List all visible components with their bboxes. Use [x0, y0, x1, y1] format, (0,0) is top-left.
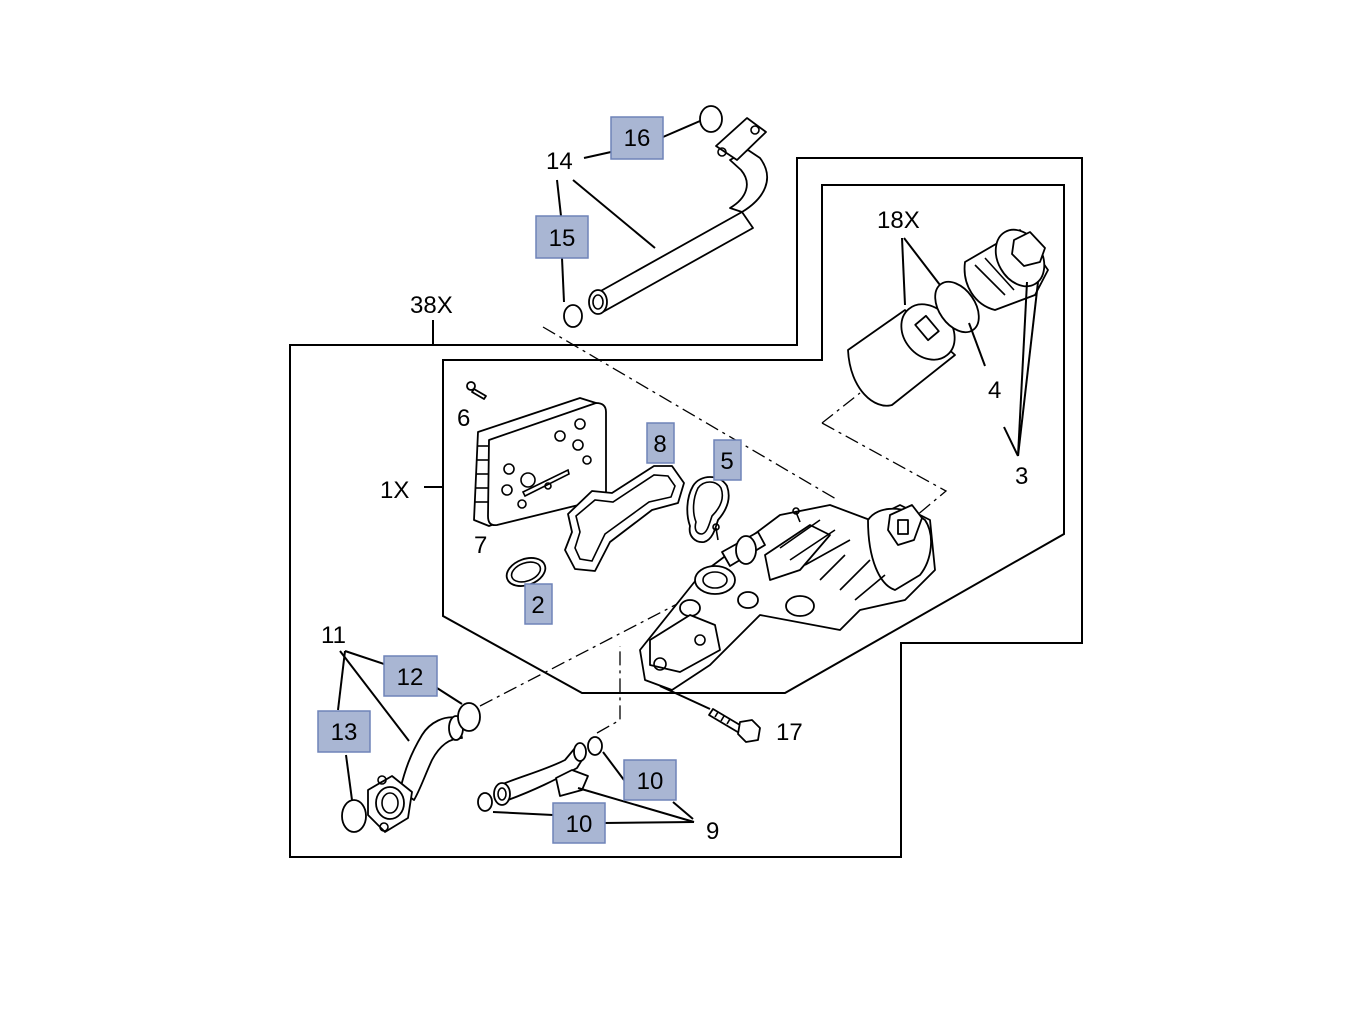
o-ring-13	[341, 799, 367, 833]
callout-15-highlight[interactable]: 15	[535, 215, 589, 259]
o-ring-12	[457, 702, 481, 732]
oil-filter-housing	[639, 504, 936, 691]
callout-15: 15	[549, 225, 576, 252]
assembly-frame-38x	[289, 157, 1083, 858]
oil-filter-element	[847, 303, 956, 407]
callout-13-highlight[interactable]: 13	[317, 710, 371, 753]
screw-6	[466, 381, 487, 400]
callout-16-highlight[interactable]: 16	[610, 116, 664, 160]
callout-3: 3	[1015, 463, 1028, 490]
callout-12-highlight[interactable]: 12	[383, 655, 438, 697]
callout-10-upper: 10	[637, 768, 664, 795]
o-ring-2-inner	[510, 561, 542, 583]
callout-5-highlight[interactable]: 5	[713, 439, 742, 481]
callout-16: 16	[624, 125, 651, 152]
callout-9: 9	[706, 818, 719, 845]
hose-9	[493, 742, 589, 806]
callout-2-highlight[interactable]: 2	[524, 583, 553, 625]
callout-10-lower: 10	[566, 811, 593, 838]
axis-line-filter	[821, 392, 948, 522]
filter-seal-ring	[934, 280, 980, 334]
o-ring-15	[563, 304, 583, 328]
gasket-8	[564, 465, 685, 572]
callout-10-upper-highlight[interactable]: 10	[623, 759, 677, 801]
callout-13: 13	[331, 719, 358, 746]
callout-12: 12	[397, 664, 424, 691]
callout-11: 11	[321, 622, 346, 649]
axis-line-hose	[596, 646, 621, 734]
callout-18x: 18X	[877, 207, 920, 234]
o-ring-10-upper	[587, 736, 603, 756]
callout-5: 5	[720, 448, 733, 475]
callout-2: 2	[531, 592, 544, 619]
axis-line-outlet	[479, 587, 709, 707]
oil-cooler	[473, 397, 607, 527]
callout-6: 6	[457, 405, 470, 432]
oil-filter-cap	[963, 228, 1049, 311]
callout-8: 8	[653, 431, 666, 458]
leader-lines	[337, 120, 1039, 824]
axis-line-tube	[542, 326, 837, 500]
callout-8-highlight[interactable]: 8	[646, 422, 675, 464]
callout-38x: 38X	[410, 292, 453, 319]
callout-10-lower-highlight[interactable]: 10	[552, 802, 606, 844]
oil-tube-upper	[588, 117, 769, 315]
callout-7: 7	[474, 532, 487, 559]
seal-5	[686, 476, 730, 543]
callout-14: 14	[546, 148, 573, 175]
callout-1x: 1X	[380, 477, 409, 504]
o-ring-10-lower	[477, 792, 493, 812]
bolt-17	[708, 708, 761, 743]
callout-17: 17	[776, 719, 803, 746]
assembly-frame-1x	[442, 184, 1065, 694]
oil-tube-lower	[367, 715, 464, 833]
o-ring-16	[699, 105, 723, 133]
callout-4: 4	[988, 377, 1001, 404]
